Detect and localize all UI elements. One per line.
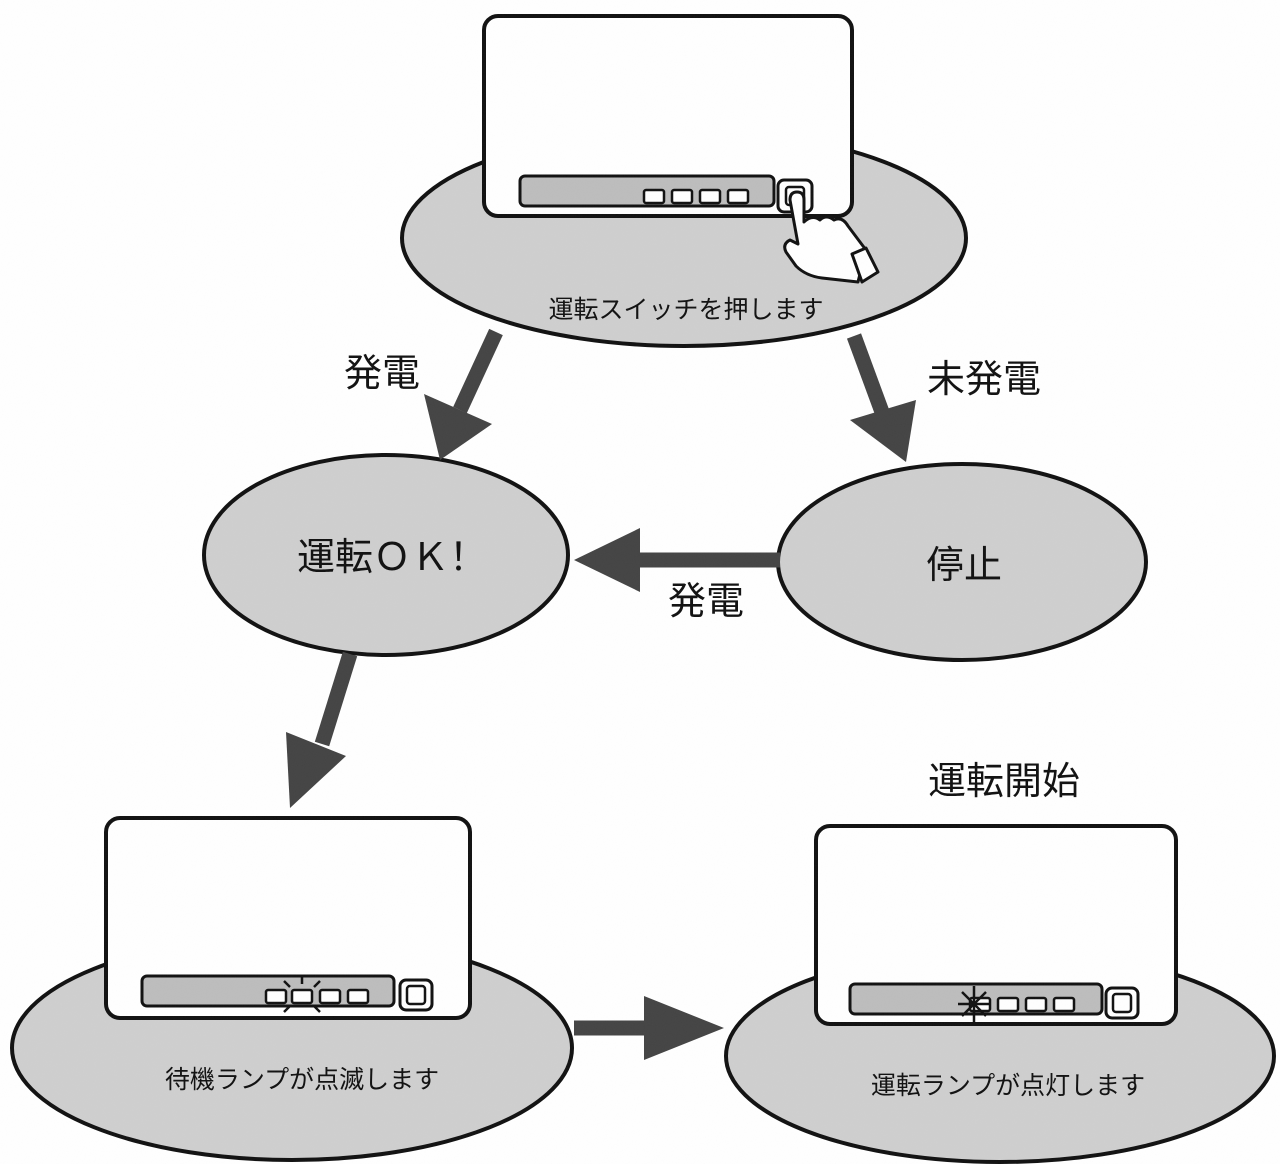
lamp: [1052, 996, 1076, 1013]
lamp: [642, 188, 666, 205]
run-ok-label: 運転ＯＫ！: [297, 535, 487, 579]
lamp: [264, 988, 288, 1005]
run-lamp-label: 運転ランプが点灯します: [871, 1071, 1145, 1100]
lamp: [346, 988, 370, 1005]
press-switch-label: 運転スイッチを押します: [548, 295, 823, 324]
lit-spark-icon: [958, 986, 990, 1022]
edge-label-stop-to-ok: 発電: [668, 579, 744, 623]
lamp: [1024, 996, 1048, 1013]
node-press-switch: 運転スイッチを押します: [400, 14, 968, 348]
run-lamp-switch-inner-icon: [1111, 992, 1133, 1014]
operation-start-label: 運転開始: [928, 759, 1080, 803]
arrow-standby-to-run: [574, 996, 724, 1060]
edge-label-press-to-stop: 未発電: [927, 357, 1041, 401]
node-stop: 停止: [776, 462, 1148, 662]
lamp: [318, 988, 342, 1005]
standby-label: 待機ランプが点滅します: [165, 1065, 439, 1094]
lamp: [726, 188, 750, 205]
node-standby-blink: 待機ランプが点滅します: [10, 816, 574, 1162]
node-run-lamp-on: 運転ランプが点灯します: [724, 824, 1276, 1164]
lamp: [670, 188, 694, 205]
stop-label: 停止: [926, 543, 1002, 587]
arrow-press-to-ok: [424, 328, 503, 460]
blinking-lamp-icon: [290, 988, 314, 1005]
lamp: [996, 996, 1020, 1013]
node-run-ok: 運転ＯＫ！: [202, 453, 570, 657]
arrow-ok-to-standby: [286, 651, 358, 808]
edge-label-press-to-ok: 発電: [344, 351, 420, 395]
standby-switch-inner-icon: [405, 984, 427, 1006]
arrow-press-to-stop: [846, 333, 916, 462]
lamp: [698, 188, 722, 205]
